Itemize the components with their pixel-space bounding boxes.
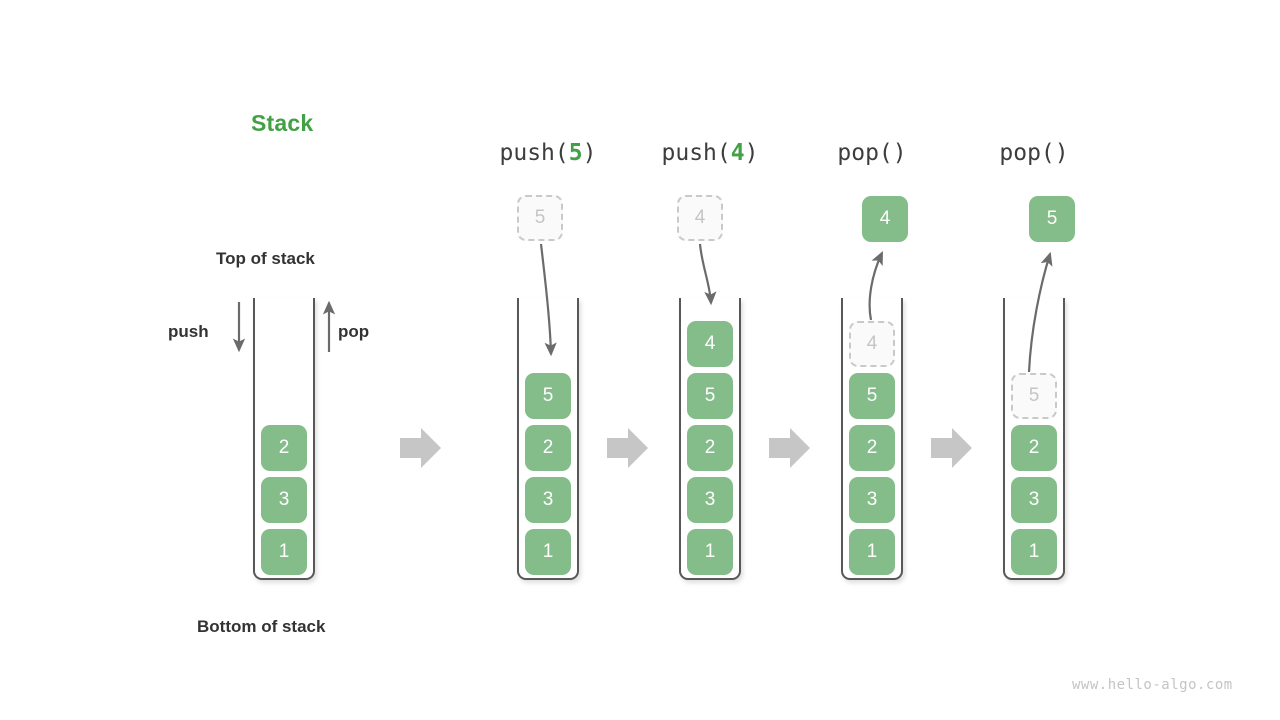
- stack-cell: 5: [849, 373, 895, 419]
- op-header-pop-2: pop(): [956, 140, 1112, 166]
- floating-cell-pop-2: 5: [1029, 196, 1075, 242]
- op-name: pop(: [999, 140, 1055, 166]
- push-4-motion-arrow-icon: [698, 243, 717, 306]
- stack-cell: 5: [525, 373, 571, 419]
- stack-cell: 2: [687, 425, 733, 471]
- watermark: www.hello-algo.com: [1072, 677, 1233, 693]
- stack-cell: 3: [261, 477, 307, 523]
- transition-arrow-1: [400, 428, 441, 468]
- stack-cell: 3: [525, 477, 571, 523]
- stack-cell: 4: [687, 321, 733, 367]
- op-header-push-4: push(4): [632, 140, 788, 166]
- transition-arrow-4: [931, 428, 972, 468]
- op-name: push(: [661, 140, 731, 166]
- stack-cell: 1: [687, 529, 733, 575]
- floating-cell-pop-1: 4: [862, 196, 908, 242]
- stack-cell-ghost: 5: [1011, 373, 1057, 419]
- stack-cell: 2: [525, 425, 571, 471]
- stack-cell: 2: [849, 425, 895, 471]
- stack-cell: 1: [525, 529, 571, 575]
- stack-cell: 5: [687, 373, 733, 419]
- bottom-of-stack-label: Bottom of stack: [197, 617, 326, 636]
- stack-cell: 1: [849, 529, 895, 575]
- stack-cell: 1: [261, 529, 307, 575]
- transition-arrow-3: [769, 428, 810, 468]
- page-title: Stack: [251, 110, 314, 136]
- stack-cell: 3: [849, 477, 895, 523]
- op-close: ): [1054, 140, 1069, 166]
- transition-arrow-2: [607, 428, 648, 468]
- stack-cell: 2: [1011, 425, 1057, 471]
- floating-cell-push-5: 5: [517, 195, 563, 241]
- top-of-stack-label: Top of stack: [216, 249, 315, 268]
- op-close: ): [892, 140, 907, 166]
- stack-cell: 3: [687, 477, 733, 523]
- stack-cell: 2: [261, 425, 307, 471]
- stack-cell: 3: [1011, 477, 1057, 523]
- stack-cell: 1: [1011, 529, 1057, 575]
- op-arg: 5: [568, 140, 583, 166]
- op-header-push-5: push(5): [470, 140, 626, 166]
- pop-label: pop: [338, 322, 370, 341]
- op-arg: 4: [730, 140, 745, 166]
- op-close: ): [744, 140, 759, 166]
- op-name: pop(: [837, 140, 893, 166]
- stack-cell-ghost: 4: [849, 321, 895, 367]
- op-close: ): [582, 140, 597, 166]
- op-header-pop-1: pop(): [794, 140, 950, 166]
- push-label: push: [168, 322, 209, 341]
- floating-cell-push-4: 4: [677, 195, 723, 241]
- op-name: push(: [499, 140, 569, 166]
